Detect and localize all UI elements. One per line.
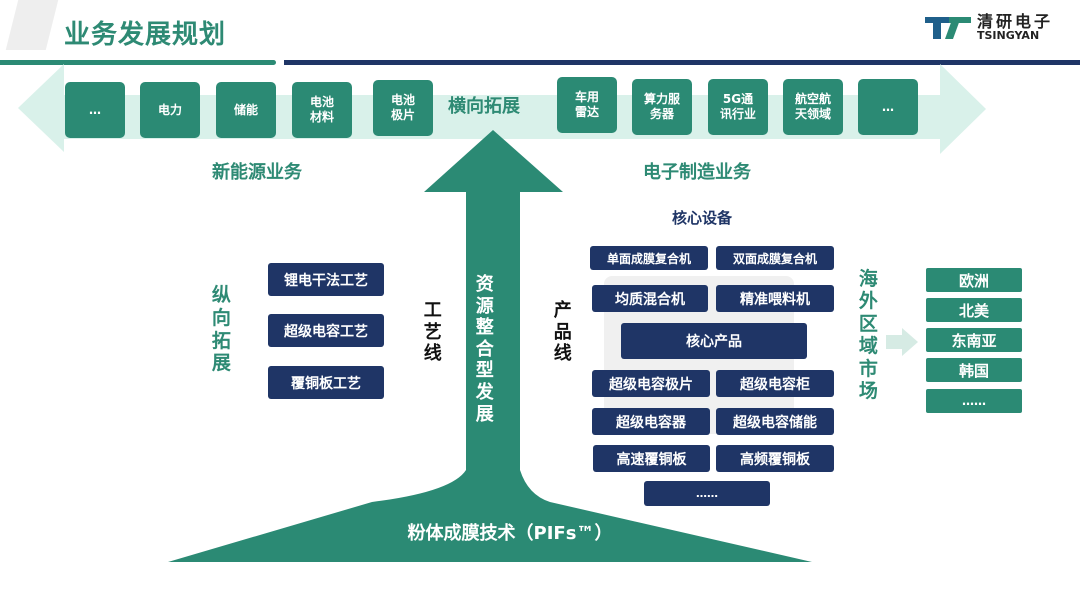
new-energy-item: 储能 [216,82,276,138]
product-item: 高频覆铜板 [716,445,834,472]
product-line-label: 产品线 [553,300,572,365]
region-item: 东南亚 [926,328,1022,352]
resource-integration-label: 资源整合型发展 [475,274,494,425]
logo-mark-icon [925,15,973,41]
process-item: 覆铜板工艺 [268,366,384,399]
logo-cn-text: 清研电子 [977,12,1054,31]
page-title: 业务发展规划 [64,20,227,50]
new-energy-item: … [65,82,125,138]
electronics-item: 算力服 务器 [632,79,692,135]
equipment-item: 单面成膜复合机 [590,246,708,270]
product-item: 超级电容柜 [716,370,834,397]
process-line-label: 工艺线 [423,300,442,365]
equipment-item: 双面成膜复合机 [716,246,834,270]
region-arrow-body [886,335,902,349]
region-item: 欧洲 [926,268,1022,292]
product-item: 超级电容极片 [592,370,710,397]
new-energy-item: 电池 极片 [373,80,433,136]
horizontal-expansion-label: 横向拓展 [448,96,520,117]
core-products-label: 核心产品 [621,323,807,359]
logo-en-text: TSINGYAN [977,29,1040,42]
right-arrow-icon [902,328,918,356]
core-equipment-title: 核心设备 [672,209,733,227]
header-divider-green [0,60,276,65]
left-arrowhead-icon [18,64,64,152]
company-logo: 清研电子 TSINGYAN [925,14,1053,41]
electronics-item: 车用 雷达 [557,77,617,133]
region-item: 韩国 [926,358,1022,382]
equipment-item: 精准喂料机 [716,285,834,312]
overseas-market-label: 海外区域市场 [858,268,878,403]
more-products-item: …… [644,481,770,506]
region-item: …… [926,389,1022,413]
new-energy-item: 电力 [140,82,200,138]
equipment-item: 均质混合机 [592,285,708,312]
header-divider-navy [284,60,1080,65]
electronics-item: … [858,79,918,135]
product-item: 超级电容器 [592,408,710,435]
electronics-label: 电子制造业务 [643,162,751,183]
electronics-item: 航空航 天领域 [783,79,843,135]
process-item: 超级电容工艺 [268,314,384,347]
electronics-item: 5G通 讯行业 [708,79,768,135]
process-item: 锂电干法工艺 [268,263,384,296]
product-item: 高速覆铜板 [593,445,710,472]
right-arrowhead-icon [940,64,986,154]
product-item: 超级电容储能 [716,408,834,435]
pifs-technology-label: 粉体成膜技术（PIFs™） [407,523,613,544]
new-energy-label: 新能源业务 [212,162,302,183]
region-item: 北美 [926,298,1022,322]
vertical-expansion-label: 纵向拓展 [211,284,231,375]
new-energy-item: 电池 材料 [292,82,352,138]
